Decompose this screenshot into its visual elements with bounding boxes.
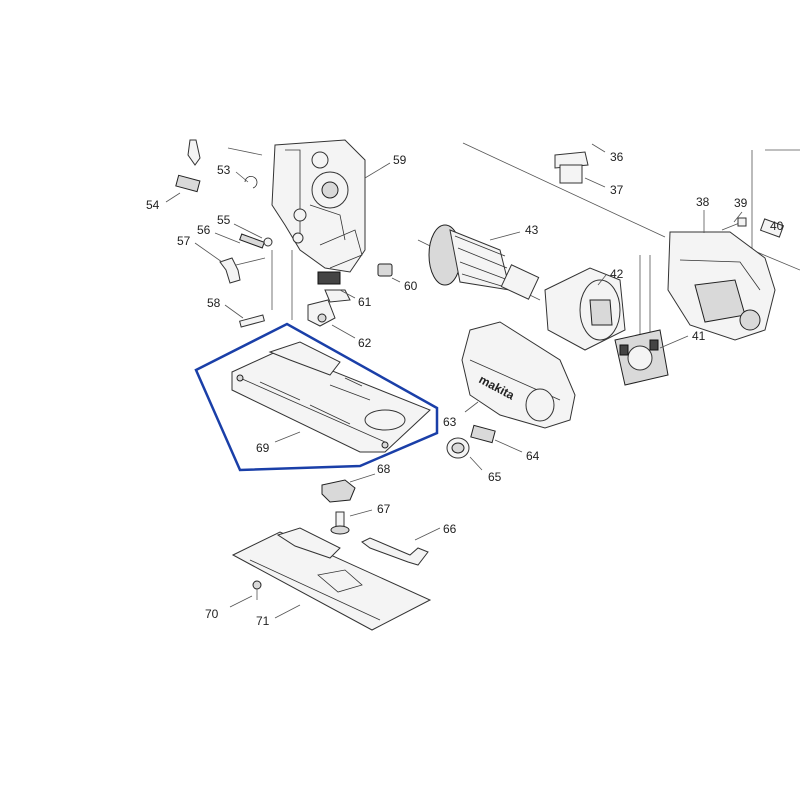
cap-36-37 bbox=[554, 151, 589, 184]
callout-67: 67 bbox=[377, 502, 391, 516]
callout-43: 43 bbox=[525, 223, 539, 237]
bolt-67 bbox=[330, 511, 350, 535]
callout-70: 70 bbox=[205, 607, 219, 621]
leader-lines bbox=[165, 143, 743, 619]
callout-39: 39 bbox=[734, 196, 748, 210]
armature-43 bbox=[417, 224, 541, 301]
shoe-plate-71 bbox=[231, 527, 432, 631]
callout-64: 64 bbox=[526, 449, 540, 463]
callout-54: 54 bbox=[146, 198, 160, 212]
switch-knob-64-65 bbox=[446, 424, 496, 459]
lever-66 bbox=[361, 537, 429, 566]
callout-63: 63 bbox=[443, 415, 457, 429]
upper-left-parts bbox=[175, 139, 273, 328]
callout-66: 66 bbox=[443, 522, 457, 536]
stator-42 bbox=[544, 267, 626, 351]
rear-cover-38 bbox=[667, 217, 785, 341]
callout-71: 71 bbox=[256, 614, 270, 628]
callout-57: 57 bbox=[177, 234, 191, 248]
callout-40: 40 bbox=[770, 219, 784, 233]
center-small-parts bbox=[307, 263, 393, 327]
callout-58: 58 bbox=[207, 296, 221, 310]
motor-housing-63: makita bbox=[461, 321, 576, 429]
brush-holder-41 bbox=[614, 255, 669, 386]
callout-38: 38 bbox=[696, 195, 710, 209]
callout-53: 53 bbox=[217, 163, 231, 177]
callout-62: 62 bbox=[358, 336, 372, 350]
callout-labels: 36 37 38 39 40 41 42 43 53 54 55 56 57 5… bbox=[146, 150, 784, 628]
callout-55: 55 bbox=[217, 213, 231, 227]
base-plate-69 bbox=[231, 341, 431, 453]
callout-37: 37 bbox=[610, 183, 624, 197]
callout-60: 60 bbox=[404, 279, 418, 293]
callout-42: 42 bbox=[610, 267, 624, 281]
callout-36: 36 bbox=[610, 150, 624, 164]
callout-56: 56 bbox=[197, 223, 211, 237]
frame-lines bbox=[271, 142, 800, 320]
callout-59: 59 bbox=[393, 153, 407, 167]
clamp-68 bbox=[321, 479, 356, 503]
callout-69: 69 bbox=[256, 441, 270, 455]
callout-65: 65 bbox=[488, 470, 502, 484]
housing-half-59 bbox=[271, 139, 366, 273]
selection-highlight bbox=[194, 322, 439, 472]
callout-41: 41 bbox=[692, 329, 706, 343]
callout-61: 61 bbox=[358, 295, 372, 309]
callout-68: 68 bbox=[377, 462, 391, 476]
